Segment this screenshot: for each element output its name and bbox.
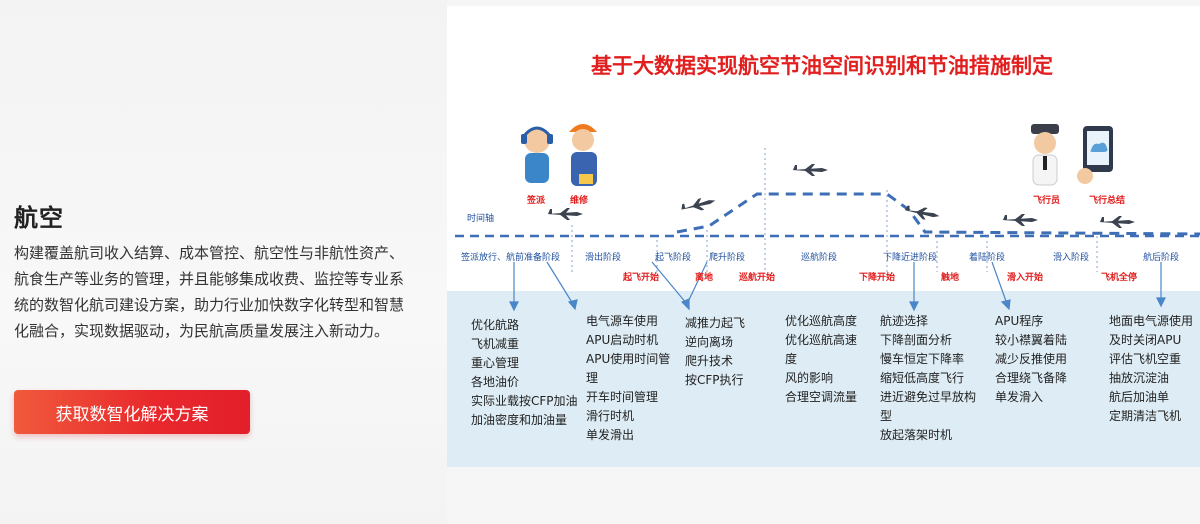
event-label: 触地 [941,273,960,283]
list-item: 合理绕飞备降 [995,371,1068,385]
list-item: 滑行时机 [586,409,635,423]
list-item: 地面电气源使用 [1109,314,1194,328]
list-item: 优化航路 [471,318,520,332]
tablet-icon [1077,126,1113,184]
event-label: 飞机全停 [1101,273,1138,283]
arrow-line [651,261,688,305]
list-item: 型 [880,409,893,423]
list-item: 航迹选择 [880,314,929,328]
measures-area [447,291,1200,467]
flight-profile-line [676,192,1200,236]
pilot-icon [1031,124,1059,186]
measures-list-post-flight: 地面电气源使用 及时关闭APU 评估飞机空重 抽放沉淀油 航后加油单 定期清洁飞… [1109,312,1193,426]
get-solution-button[interactable]: 获取数智化解决方案 [14,390,250,434]
measures-list-cruise: 优化巡航高度 优化巡航高速 度 风的影响 合理空调流量 [785,312,857,407]
list-item: 放起落架时机 [880,428,953,442]
stage-label: 起飞阶段 [655,253,692,263]
left-panel [0,0,447,524]
list-item: 风的影响 [785,371,834,385]
list-item: 评估飞机空重 [1109,352,1182,366]
section-title: 航空 [14,204,64,232]
role-label-dispatch: 签派 [527,196,546,206]
list-item: 各地油价 [471,375,520,389]
list-item: 合理空调流量 [785,390,858,404]
measures-list-descent: 航迹选择 下降剖面分析 慢车恒定下降率 缩短低高度飞行 进近避免过早放构 型 放… [880,312,976,445]
list-item: APU程序 [995,314,1044,328]
airplane-icon [903,205,940,220]
arrow-head [680,298,690,311]
list-item: 及时关闭APU [1109,333,1182,347]
mechanic-icon [569,124,597,186]
arrow-head [1156,297,1166,308]
list-item: 优化巡航高度 [785,314,858,328]
airplane-icons [547,164,1135,228]
arrow-head [567,299,578,311]
list-item: 减少反推使用 [995,352,1068,366]
airplane-icon [792,164,828,176]
airplane-icon [547,208,583,220]
role-label-flight-summary: 飞行总结 [1089,196,1126,206]
list-item: 航后加油单 [1109,390,1170,404]
list-item: 逆向离场 [685,335,734,349]
list-item: 重心管理 [471,356,520,370]
list-item: 单发滑出 [586,428,635,442]
stage-label: 着陆阶段 [969,253,1006,263]
list-item: 抽放沉淀油 [1109,371,1170,385]
event-label: 滑入开始 [1007,273,1044,283]
arrow-head [509,301,519,312]
airplane-icon [1002,214,1038,226]
list-item: 电气源车使用 [586,314,659,328]
arrow-line [546,261,574,305]
list-item: 定期清洁飞机 [1109,409,1182,423]
arrow-line [686,261,708,305]
list-item: 慢车恒定下降率 [880,352,965,366]
event-label: 巡航开始 [739,273,776,283]
section-description: 构建覆盖航司收入结算、成本管控、航空性与非航性资产、航食生产等业务的管理，并且能… [14,244,405,340]
headset-person-icon [521,126,553,183]
list-item: 单发滑入 [995,390,1044,404]
measures-list-taxi-out: 电气源车使用 APU启动时机 APU使用时间管 理 开车时间管理 滑行时机 单发… [586,312,670,445]
list-item: 度 [785,352,798,366]
list-item: 开车时间管理 [586,390,659,404]
stage-label: 滑出阶段 [585,253,622,263]
event-label: 下降开始 [859,273,896,283]
diagram-title: 基于大数据实现航空节油空间识别和节油措施制定 [591,54,1053,78]
list-item: 进近避免过早放构 [880,390,977,404]
measures-list-landing: APU程序 较小襟翼着陆 减少反推使用 合理绕飞备降 单发滑入 [995,312,1067,407]
list-item: 下降剖面分析 [880,333,953,347]
list-item: 优化巡航高速 [785,333,858,347]
list-item: 按CFP执行 [685,373,744,387]
stage-label: 滑入阶段 [1053,253,1090,263]
stage-label: 爬升阶段 [709,253,746,263]
list-item: APU使用时间管 [586,352,671,366]
stage-label: 巡航阶段 [801,253,838,263]
event-label: 起飞开始 [623,273,660,283]
arrow-head [909,301,919,312]
list-item: 加油密度和加油量 [471,413,568,427]
arrow-head [1000,299,1011,311]
list-item: APU启动时机 [586,333,659,347]
measures-list-preflight: 优化航路 飞机减重 重心管理 各地油价 实际业载按CFP加油 加油密度和加油量 [471,316,578,430]
fuel-saving-diagram: 基于大数据实现航空节油空间识别和节油措施制定 [447,0,1200,524]
stage-label: 下降近进阶段 [883,253,938,263]
stage-label: 签派放行、航前准备阶段 [461,253,561,263]
role-label-maintenance: 维修 [570,196,589,206]
measures-list-takeoff-climb: 减推力起飞 逆向离场 爬升技术 按CFP执行 [685,314,745,390]
stage-label: 航后阶段 [1143,253,1180,263]
time-axis-label: 时间轴 [467,214,495,224]
arrow-line [991,261,1008,305]
airplane-icon [1099,216,1135,228]
flight-path-svg [455,124,1200,312]
airplane-icon [680,198,716,211]
list-item: 飞机减重 [471,337,520,351]
list-item: 减推力起飞 [685,316,746,330]
list-item: 爬升技术 [685,354,734,368]
list-item: 缩短低高度飞行 [880,371,965,385]
role-label-pilot: 飞行员 [1033,196,1061,206]
list-item: 理 [586,371,599,385]
list-item: 实际业载按CFP加油 [471,394,578,408]
list-item: 较小襟翼着陆 [995,333,1068,347]
event-label: 离地 [695,273,714,283]
